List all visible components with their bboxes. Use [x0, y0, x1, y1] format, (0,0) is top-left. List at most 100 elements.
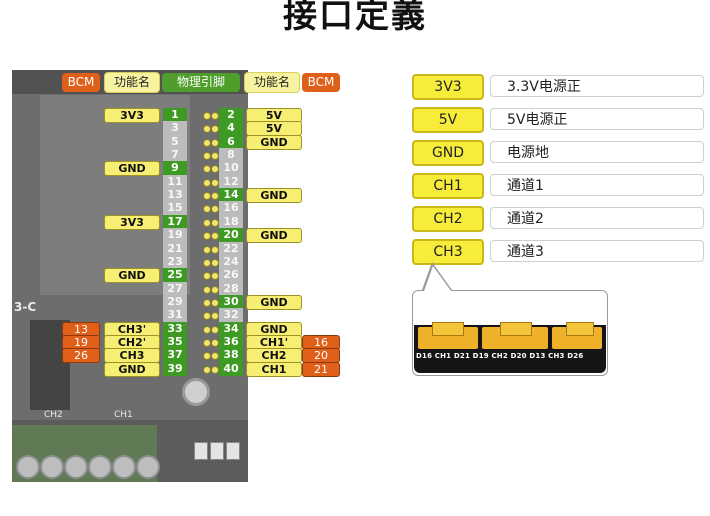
screw-icon	[112, 455, 136, 479]
pin-number-odd: 19	[163, 228, 187, 242]
pin-dot-odd	[203, 139, 211, 147]
pin-function-right: GND	[246, 228, 302, 243]
pin-number-even: 36	[219, 335, 243, 349]
pin-function-right: GND	[246, 135, 302, 150]
pin-dot-even	[211, 112, 219, 120]
pin-dot-odd	[203, 152, 211, 160]
pin-number-even: 34	[219, 322, 243, 336]
pin-number-even: 8	[219, 148, 243, 162]
pin-number-odd: 11	[163, 175, 187, 189]
pin-function-left: GND	[104, 161, 160, 176]
board-label: CH1	[114, 410, 133, 420]
pin-dot-odd	[203, 366, 211, 374]
screw-icon	[16, 455, 40, 479]
pin-number-even: 16	[219, 201, 243, 215]
pin-number-odd: 7	[163, 148, 187, 162]
pin-function-left: CH2'	[104, 335, 160, 350]
header-func-left: 功能名	[104, 72, 160, 93]
pin-function-right: GND	[246, 322, 302, 337]
legend-value: 通道1	[490, 174, 704, 196]
pin-number-odd: 31	[163, 308, 187, 322]
pin-function-left: GND	[104, 362, 160, 377]
pin-dot-odd	[203, 339, 211, 347]
header-bcm-right: BCM	[302, 73, 340, 92]
pin-dot-odd	[203, 205, 211, 213]
pin-dot-odd	[203, 246, 211, 254]
legend-value: 通道2	[490, 207, 704, 229]
pin-dot-even	[211, 366, 219, 374]
legend-key: CH1	[412, 173, 484, 199]
board-label: CH2	[44, 410, 63, 420]
pin-bcm-right: 16	[302, 335, 340, 350]
pin-dot-even	[211, 246, 219, 254]
pin-number-odd: 27	[163, 282, 187, 296]
pin-dot-even	[211, 272, 219, 280]
pin-dot-odd	[203, 219, 211, 227]
pin-number-even: 38	[219, 348, 243, 362]
pin-dot-even	[211, 312, 219, 320]
pin-number-odd: 25	[163, 268, 187, 282]
legend-value: 3.3V电源正	[490, 75, 704, 97]
screw-icon	[88, 455, 112, 479]
pin-number-even: 28	[219, 282, 243, 296]
pin-number-even: 32	[219, 308, 243, 322]
legend-key: 5V	[412, 107, 484, 133]
pin-dot-odd	[203, 179, 211, 187]
pin-dot-even	[211, 352, 219, 360]
pin-number-odd: 15	[163, 201, 187, 215]
pin-number-odd: 3	[163, 121, 187, 135]
pin-dot-even	[211, 286, 219, 294]
legend-key: GND	[412, 140, 484, 166]
board-button	[182, 378, 210, 406]
screw-icon	[136, 455, 160, 479]
pin-dot-even	[211, 339, 219, 347]
callout-pointer-fill	[424, 266, 451, 291]
header-bcm-left: BCM	[62, 73, 100, 92]
pin-dot-odd	[203, 352, 211, 360]
pin-dot-even	[211, 125, 219, 133]
jumper-labels: D16 CH1 D21 D19 CH2 D20 D13 CH3 D26	[416, 352, 584, 360]
pin-function-right: GND	[246, 295, 302, 310]
pin-function-right: 5V	[246, 121, 302, 136]
pin-dot-odd	[203, 165, 211, 173]
legend-key: CH3	[412, 239, 484, 265]
jumper-cap	[500, 322, 532, 336]
jumper-cap	[432, 322, 464, 336]
pin-number-even: 12	[219, 175, 243, 189]
header-phys: 物理引脚	[162, 73, 240, 92]
pin-number-odd: 35	[163, 335, 187, 349]
pin-number-odd: 33	[163, 322, 187, 336]
pin-dot-even	[211, 152, 219, 160]
pin-bcm-left: 26	[62, 348, 100, 363]
pin-number-odd: 1	[163, 108, 187, 122]
jumper-cap	[566, 322, 594, 336]
pin-dot-even	[211, 139, 219, 147]
pin-dot-odd	[203, 259, 211, 267]
page-title: 接口定義	[283, 0, 427, 36]
pin-number-even: 4	[219, 121, 243, 135]
pin-dot-even	[211, 179, 219, 187]
pin-function-right: CH1	[246, 362, 302, 377]
pin-number-odd: 13	[163, 188, 187, 202]
header-func-right: 功能名	[244, 72, 300, 93]
pin-dot-odd	[203, 112, 211, 120]
screw-icon	[64, 455, 88, 479]
pin-number-even: 18	[219, 215, 243, 229]
pin-function-left: 3V3	[104, 108, 160, 123]
screw-icon	[40, 455, 64, 479]
pin-dot-even	[211, 259, 219, 267]
dip-switch	[194, 442, 208, 460]
pin-dot-even	[211, 192, 219, 200]
pin-number-even: 6	[219, 135, 243, 149]
pin-dot-even	[211, 326, 219, 334]
pin-number-even: 40	[219, 362, 243, 376]
pin-number-even: 30	[219, 295, 243, 309]
legend-value: 5V电源正	[490, 108, 704, 130]
pin-number-even: 2	[219, 108, 243, 122]
pin-number-even: 10	[219, 161, 243, 175]
pin-dot-odd	[203, 312, 211, 320]
legend-key: CH2	[412, 206, 484, 232]
pin-dot-even	[211, 232, 219, 240]
pin-dot-odd	[203, 125, 211, 133]
pin-dot-odd	[203, 299, 211, 307]
